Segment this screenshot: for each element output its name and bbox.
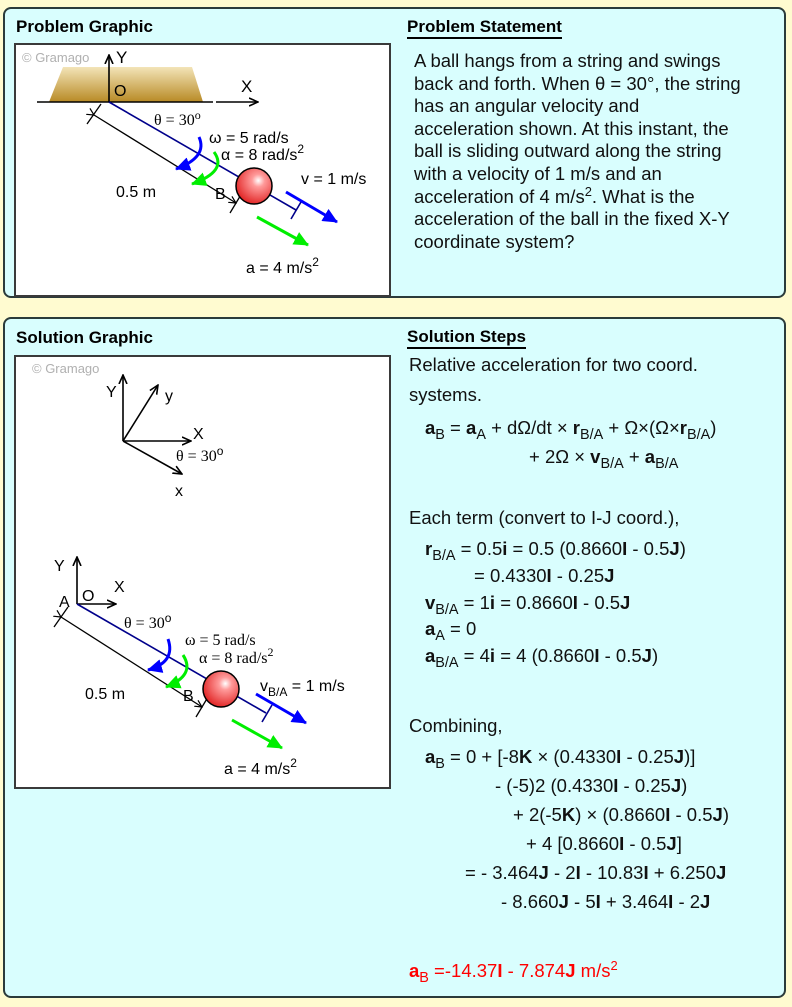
intro-line: systems.: [409, 384, 482, 405]
equation-line: aB = aA + dΩ/dt × rB/A + Ω×(Ω×rB/A): [425, 417, 717, 444]
statement-line: acceleration of 4 m/s2. What is the: [414, 183, 695, 207]
acceleration-arrow-icon: [256, 215, 309, 247]
combine-line: - 8.660J - 5I + 3.464I - 2J: [501, 891, 711, 912]
omega-arrow-icon: [147, 638, 172, 673]
frame-x-label: x: [175, 483, 183, 500]
alpha-label: α = 8 rad/s2: [199, 645, 274, 667]
combine-line: + 4 [0.8660I - 0.5J]: [526, 833, 682, 854]
equation-line: + 2Ω × vB/A + aB/A: [529, 446, 679, 473]
problem-statement: A ball hangs from a string and swings ba…: [414, 50, 779, 253]
frame-y-axis: [122, 385, 158, 442]
statement-line: has an angular velocity and: [414, 95, 640, 117]
length-label: 0.5 m: [116, 184, 156, 201]
statement-line: acceleration shown. At this instant, the: [414, 117, 729, 139]
alpha-arrow-icon: [191, 151, 220, 186]
x-axis-label: X: [241, 77, 252, 96]
ground-support: [49, 67, 203, 102]
statement-line: with a velocity of 1 m/s and an: [414, 162, 662, 184]
velocity-arrow-icon: [285, 190, 338, 224]
aBA-term-line: aB/A = 4i = 4 (0.8660I - 0.5J): [425, 645, 659, 672]
acceleration-label: a = 4 m/s2: [224, 756, 297, 778]
frame-y-label: y: [165, 388, 173, 405]
combine-line: aB = 0 + [-8K × (0.4330I - 0.25J)]: [425, 746, 696, 773]
theta-label: θ = 30o: [154, 108, 201, 129]
point-b-label: B: [215, 186, 226, 203]
acceleration-label: a = 4 m/s2: [246, 255, 319, 277]
length-label: 0.5 m: [85, 686, 125, 703]
frame-theta-label: θ = 30o: [176, 444, 224, 465]
statement-line: acceleration of the ball in the fixed X-…: [414, 208, 730, 230]
x-axis-label: X: [114, 579, 125, 596]
dimension-tick-start: [86, 103, 102, 125]
solution-figure: © Gramago Y y X x θ = 30o Y X O A 0.5 m: [32, 361, 345, 778]
frame-x-axis: [122, 440, 182, 474]
statement-line: ball is sliding outward along the string: [414, 140, 722, 162]
problem-graphic-title: Problem Graphic: [16, 17, 153, 36]
statement-line: coordinate system?: [414, 230, 575, 252]
problem-statement-title: Problem Statement: [407, 17, 562, 39]
y-axis-label: Y: [54, 558, 65, 575]
watermark: © Gramago: [32, 361, 99, 376]
omega-arrow-icon: [175, 136, 203, 171]
dimension-line: [94, 115, 236, 203]
statement-line: back and forth. When θ = 30°, the string: [414, 72, 741, 94]
solution-graphic-title: Solution Graphic: [16, 328, 153, 347]
ball: [235, 167, 273, 205]
solution-panel: Solution Graphic: [3, 317, 786, 998]
point-b-label: B: [183, 688, 194, 705]
v-term-line: vB/A = 1i = 0.8660I - 0.5J: [425, 592, 631, 619]
string-end-tick: [261, 704, 273, 723]
point-a-label: A: [59, 594, 70, 611]
combining-heading: Combining,: [409, 715, 503, 736]
combine-line: - (-5)2 (0.4330I - 0.25J): [495, 775, 688, 796]
velocity-label: vB/A = 1 m/s: [260, 678, 345, 699]
alpha-arrow-icon: [165, 654, 189, 689]
origin-label: O: [114, 83, 126, 100]
solution-graphic: © Gramago Y y X x θ = 30o Y X O A 0.5 m: [14, 355, 391, 789]
combine-line: = - 3.464J - 2I - 10.83I + 6.250J: [465, 862, 727, 883]
combine-line: + 2(-5K) × (0.8660I - 0.5J): [513, 804, 729, 825]
problem-panel: Problem Graphic: [3, 7, 786, 298]
solution-steps-title: Solution Steps: [407, 327, 526, 349]
dimension-line: [61, 617, 202, 707]
aA-term-line: aA = 0: [425, 618, 477, 645]
frame-Y-label: Y: [106, 384, 117, 401]
ball: [202, 670, 240, 708]
alpha-label: α = 8 rad/s2: [221, 142, 304, 164]
each-term-heading: Each term (convert to I-J coord.),: [409, 507, 680, 528]
velocity-label: v = 1 m/s: [301, 171, 366, 188]
string-end-tick: [290, 201, 302, 220]
omega-label: ω = 5 rad/s: [209, 130, 289, 147]
y-axis-label: Y: [116, 48, 127, 67]
intro-line: Relative acceleration for two coord.: [409, 354, 698, 375]
r-term-line: rB/A = 0.5i = 0.5 (0.8660I - 0.5J): [425, 538, 686, 565]
acceleration-arrow-icon: [231, 718, 283, 750]
watermark: © Gramago: [22, 50, 89, 65]
statement-line: A ball hangs from a string and swings: [414, 50, 721, 71]
origin-label: O: [82, 588, 94, 605]
velocity-arrow-icon: [255, 692, 307, 725]
frame-X-label: X: [193, 426, 204, 443]
problem-graphic: © Gramago Y X O 0.5 m θ = 30o ω = 5 rad/…: [14, 43, 391, 297]
r-term-line: = 0.4330I - 0.25J: [474, 565, 615, 586]
theta-label: θ = 30o: [124, 611, 172, 632]
problem-figure: © Gramago Y X O 0.5 m θ = 30o ω = 5 rad/…: [22, 48, 366, 277]
omega-label: ω = 5 rad/s: [185, 632, 256, 649]
final-answer: aB =-14.37I - 7.874J m/s2: [409, 957, 618, 987]
